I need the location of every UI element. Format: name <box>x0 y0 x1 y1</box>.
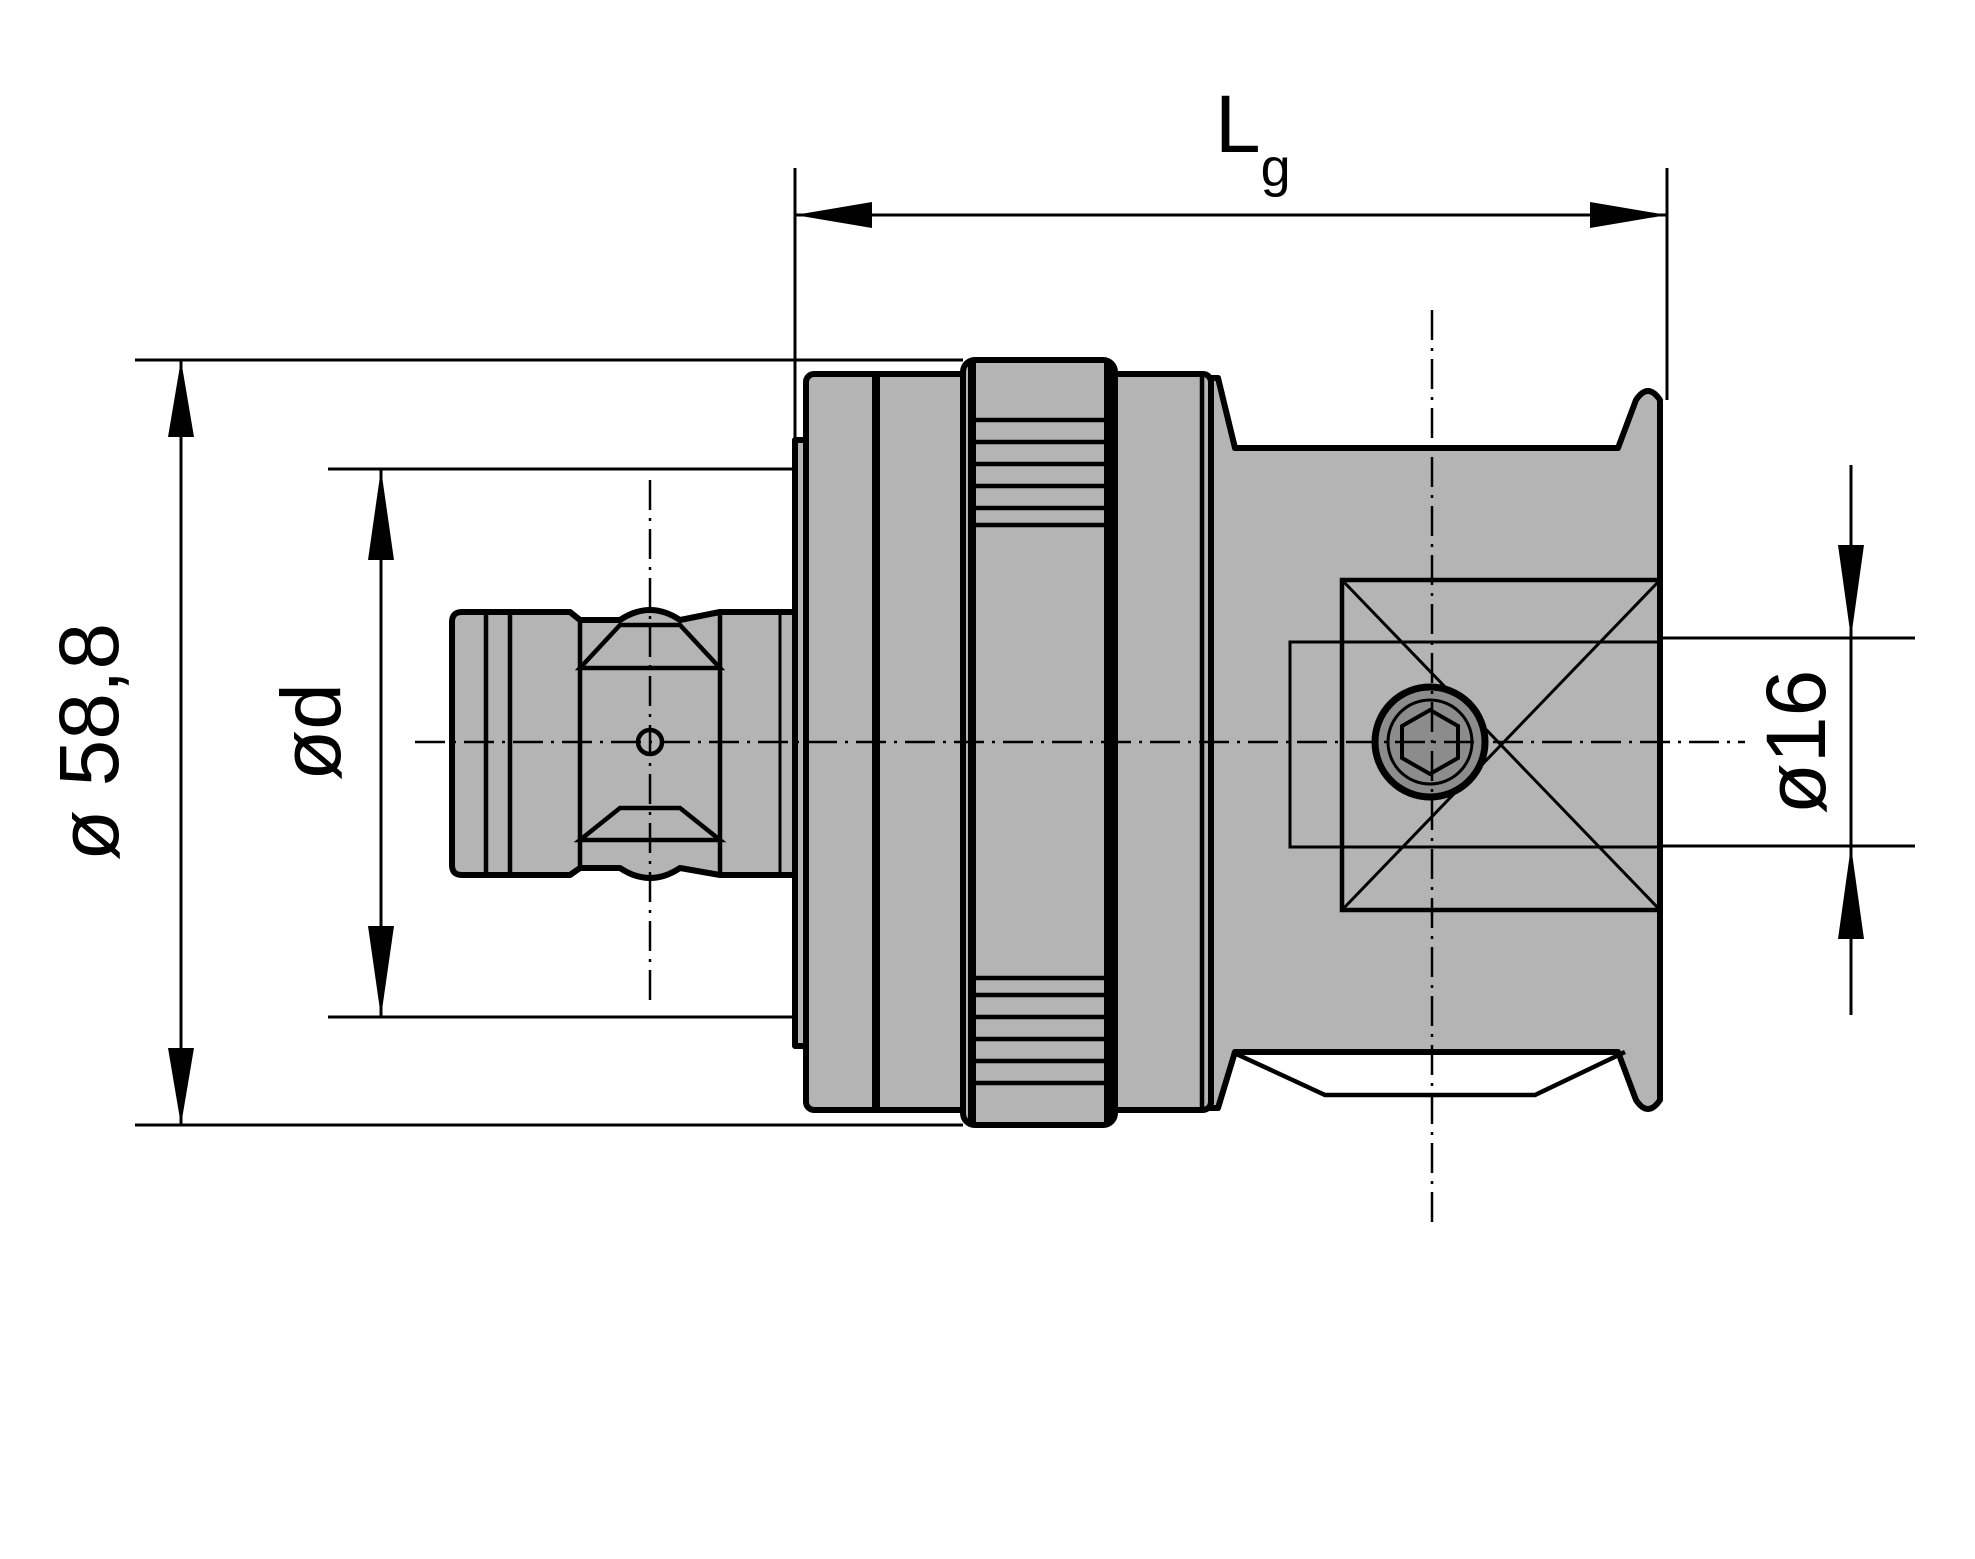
shank <box>449 607 798 881</box>
rear-body-flat <box>1231 1049 1626 1098</box>
dimension-outer-diameter: ø 58,8 <box>42 358 963 1127</box>
dimension-shank-diameter: ød <box>264 467 795 1019</box>
knurl-lines-bottom <box>972 975 1108 1086</box>
dimension-label-bore-diameter: ø16 <box>1749 670 1843 815</box>
dimension-label-shank-diameter: ød <box>264 683 358 781</box>
front-face-step <box>792 437 809 1049</box>
dimension-overall-length: Lg <box>793 79 1669 440</box>
bore-outline <box>1288 640 1662 849</box>
dimension-label-lg: Lg <box>1215 79 1291 198</box>
knurl-lines-top <box>972 417 1108 528</box>
shank-notch-top <box>574 622 726 671</box>
tool-holder-body <box>449 357 1663 1128</box>
shank-notch-bottom <box>573 805 727 843</box>
hex-socket-icon <box>1400 707 1460 777</box>
dimension-bore-diameter: ø16 <box>1660 465 1915 1015</box>
dimension-label-outer-diameter: ø 58,8 <box>42 623 136 861</box>
center-lines <box>415 310 1745 1225</box>
